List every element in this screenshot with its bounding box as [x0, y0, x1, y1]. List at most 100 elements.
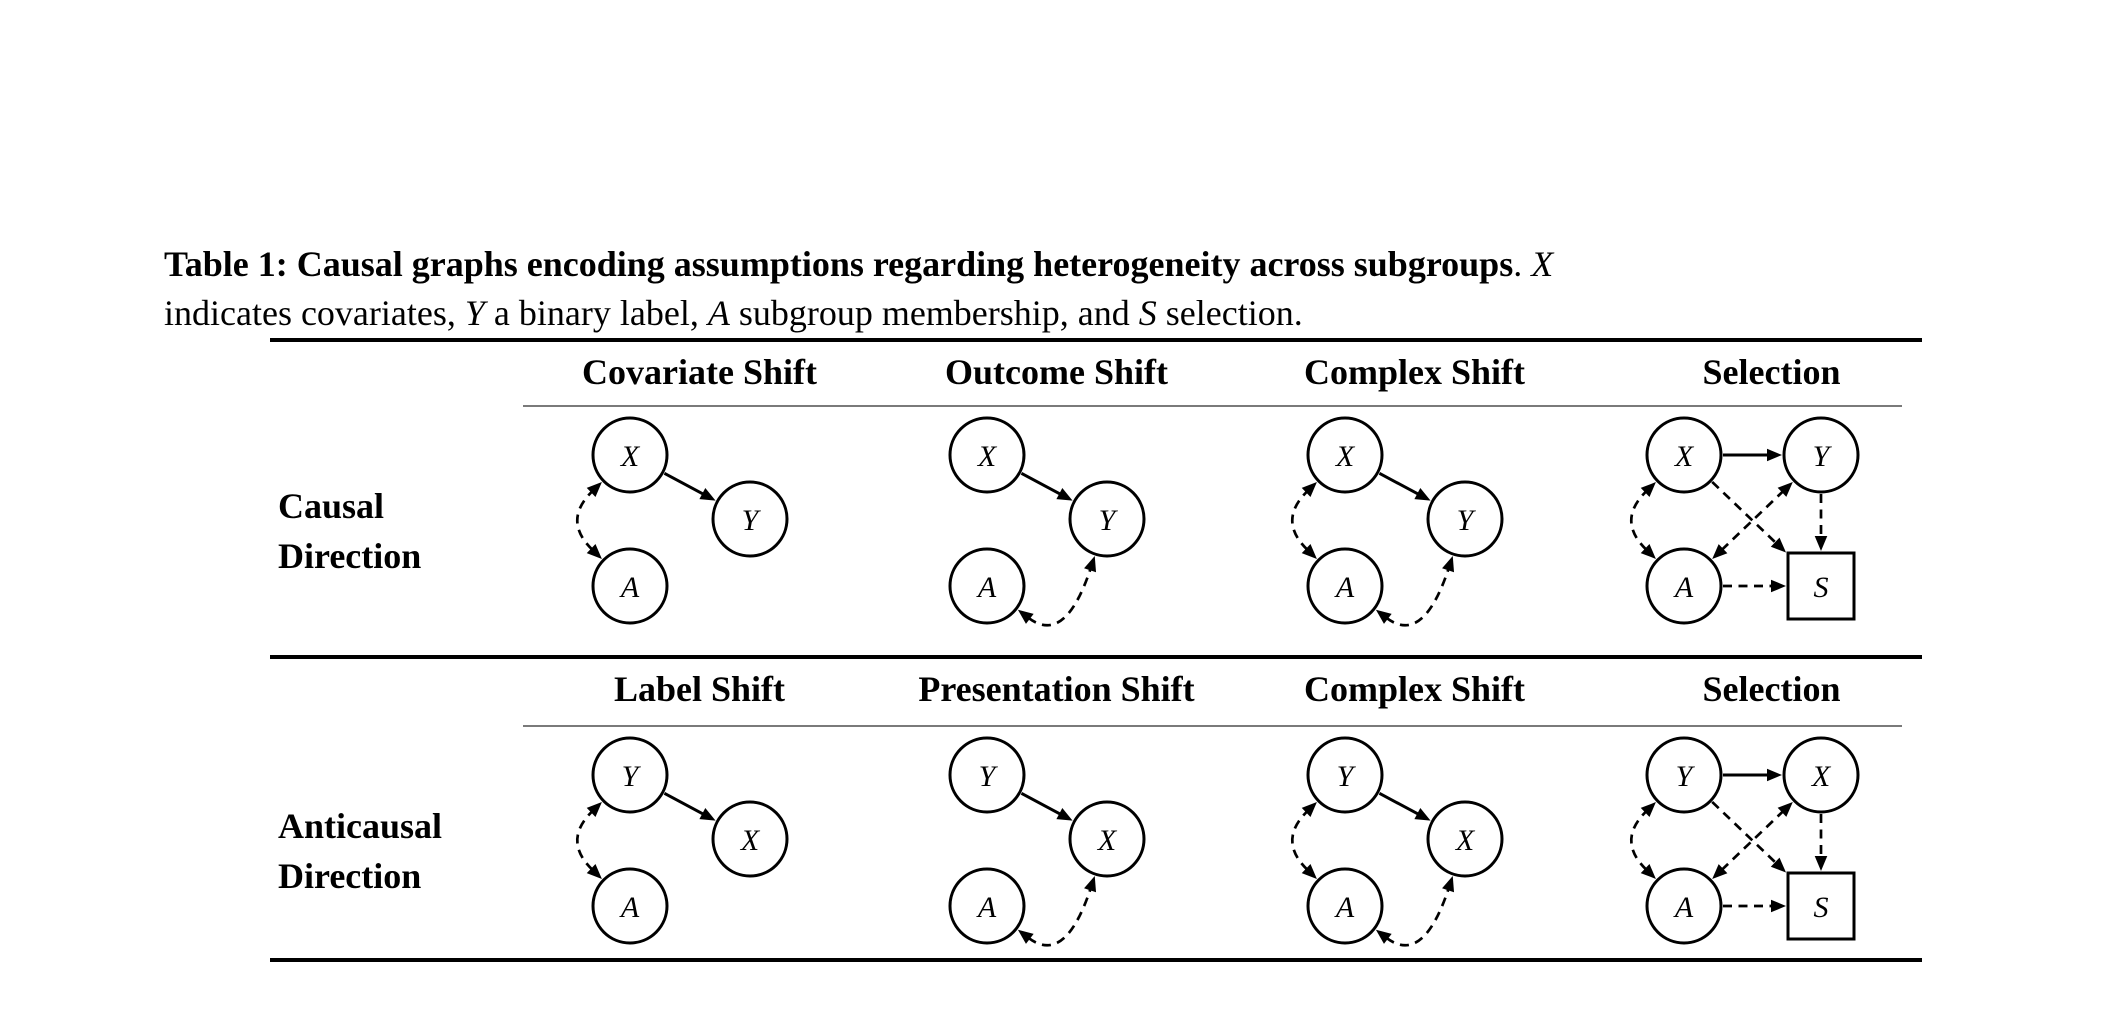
- node-circle-X: [711, 800, 789, 878]
- node-label-Y: Y: [1813, 440, 1833, 473]
- node-label-A: A: [1673, 571, 1694, 604]
- arrowhead: [1017, 609, 1034, 624]
- arrowhead: [1767, 768, 1782, 782]
- edge-bottom-top: [576, 810, 594, 871]
- node-label-A: A: [619, 891, 640, 924]
- arrowhead: [1442, 556, 1455, 573]
- header-underline-2: [523, 725, 1902, 727]
- node-label-X: X: [620, 440, 641, 473]
- edge-bottom-right: [1385, 887, 1450, 947]
- node-label-Y: Y: [742, 504, 762, 537]
- column-header-covariate-shift: Covariate Shift: [582, 352, 817, 392]
- node-label-A: A: [976, 571, 997, 604]
- node-circle-X: [1426, 800, 1504, 878]
- node-circle-X: [1068, 800, 1146, 878]
- edge-top-right: [663, 792, 705, 816]
- caption-period: .: [1513, 244, 1532, 284]
- node-label-Y: Y: [1337, 760, 1357, 793]
- arrowhead: [586, 802, 602, 817]
- edge-top-right: [1378, 472, 1420, 496]
- row-label-line: Causal: [278, 486, 385, 526]
- node-circle-Y: [1306, 736, 1384, 814]
- row-label-line: Direction: [278, 536, 422, 576]
- arrowhead: [1712, 544, 1728, 560]
- arrowhead: [1056, 808, 1073, 821]
- node-label-X: X: [740, 824, 761, 857]
- column-header-presentation-shift: Presentation Shift: [918, 669, 1195, 709]
- arrowhead: [1375, 929, 1392, 944]
- edge-top-right: [1378, 792, 1420, 816]
- node-label-X: X: [1097, 824, 1118, 857]
- arrowhead: [699, 488, 716, 501]
- dag-svg-anticausal-presentation-shift: YXA: [948, 736, 1146, 947]
- node-label-A: A: [1673, 891, 1694, 924]
- table-caption: Table 1: Causal graphs encoding assumpti…: [164, 240, 2054, 338]
- row-label-anticausal-direction: Anticausal Direction: [278, 801, 528, 901]
- node-circle-A: [1645, 867, 1723, 945]
- arrowhead: [1301, 864, 1317, 879]
- arrowhead: [1301, 802, 1317, 817]
- node-label-A: A: [976, 891, 997, 924]
- caption-text: subgroup membership, and: [729, 293, 1139, 333]
- node-label-Y: Y: [1676, 760, 1696, 793]
- node-circle-X: [1306, 416, 1384, 494]
- node-label-X: X: [1674, 440, 1695, 473]
- dag-svg-causal-outcome-shift: XYA: [948, 416, 1146, 627]
- arrowhead: [1770, 857, 1786, 873]
- arrowhead: [1771, 579, 1786, 593]
- arrowhead: [1767, 448, 1782, 462]
- arrowhead: [1301, 482, 1317, 497]
- caption-var-y: Y: [464, 293, 485, 333]
- edge-top-right: [1020, 792, 1062, 816]
- arrowhead: [1640, 864, 1656, 879]
- arrowhead: [1084, 556, 1097, 573]
- node-circle-X: [591, 416, 669, 494]
- arrowhead: [699, 808, 716, 821]
- node-circle-A: [1306, 547, 1384, 625]
- arrowhead: [1017, 929, 1034, 944]
- edge-bottom-top: [576, 490, 594, 551]
- node-label-Y: Y: [1099, 504, 1119, 537]
- node-circle-Y: [591, 736, 669, 814]
- arrowhead: [1442, 876, 1455, 893]
- caption-text: selection.: [1156, 293, 1303, 333]
- edge-bottom-right: [1027, 887, 1092, 947]
- column-header-complex-shift-causal: Complex Shift: [1303, 352, 1525, 392]
- node-circle-A: [591, 547, 669, 625]
- row-label-causal-direction: Causal Direction: [278, 481, 528, 581]
- arrowhead: [1414, 488, 1431, 501]
- node-label-X: X: [1335, 440, 1356, 473]
- edge-top-right: [1020, 472, 1062, 496]
- arrowhead: [586, 544, 602, 559]
- arrowhead: [1777, 481, 1793, 497]
- node-circle-A: [591, 867, 669, 945]
- header-underline-1: [523, 405, 1902, 407]
- column-header-selection-anticausal: Selection: [1702, 669, 1841, 709]
- row-label-line: Direction: [278, 856, 422, 896]
- node-label-A: A: [1334, 891, 1355, 924]
- node-circle-X: [948, 416, 1026, 494]
- edge-bl-tl: [1630, 810, 1648, 871]
- caption-var-s: S: [1138, 293, 1157, 333]
- row-label-line: Anticausal: [278, 806, 443, 846]
- arrowhead: [1375, 609, 1392, 624]
- caption-text: a binary label,: [484, 293, 708, 333]
- edge-bottom-right: [1385, 567, 1450, 627]
- arrowhead: [1771, 899, 1786, 913]
- node-circle-A: [948, 547, 1026, 625]
- edge-bottom-right: [1027, 567, 1092, 627]
- arrowhead: [1814, 536, 1828, 551]
- node-square-S: [1786, 551, 1856, 621]
- arrowhead: [586, 864, 602, 879]
- dag-svg-causal-complex-shift: XYA: [1291, 416, 1504, 627]
- arrowhead: [1640, 482, 1656, 497]
- node-square-S: [1786, 871, 1856, 941]
